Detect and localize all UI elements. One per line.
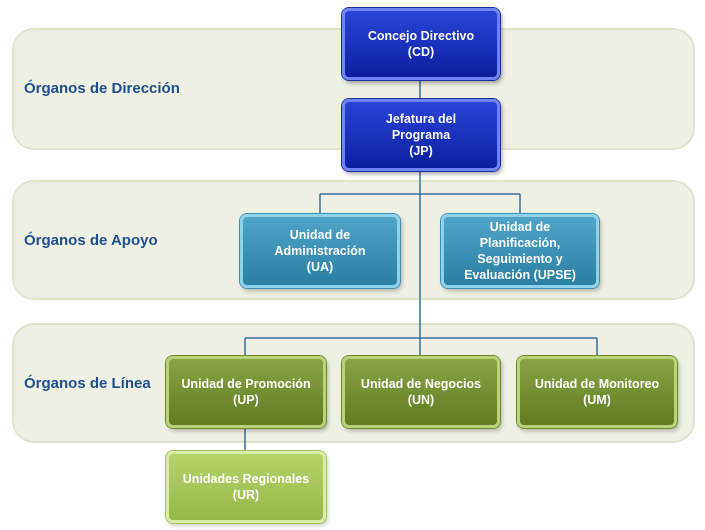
node-un-line2: (UN) bbox=[407, 393, 435, 407]
node-unidades-regionales: Unidades Regionales (UR) bbox=[166, 451, 326, 523]
node-upse-line2: Planificación, bbox=[479, 235, 561, 250]
node-cd-line1: Concejo Directivo bbox=[367, 28, 475, 43]
node-up-line2: (UP) bbox=[233, 393, 259, 407]
node-jefatura-programa: Jefatura del Programa (JP) bbox=[342, 99, 500, 171]
node-unidad-promocion: Unidad de Promoción (UP) bbox=[166, 356, 326, 428]
node-ua-line3: (UA) bbox=[306, 260, 334, 275]
node-jp-line3: (JP) bbox=[409, 144, 433, 159]
node-unidad-monitoreo: Unidad de Monitoreo (UM) bbox=[517, 356, 677, 428]
node-ua-line2: Administración bbox=[274, 243, 366, 258]
band-label-direccion: Órganos de Dirección bbox=[24, 80, 180, 97]
node-concejo-directivo: Concejo Directivo (CD) bbox=[342, 8, 500, 80]
node-cd-line2: (CD) bbox=[407, 45, 435, 59]
band-label-linea: Órganos de Línea bbox=[24, 375, 151, 392]
node-jp-line2: Programa bbox=[391, 127, 451, 142]
node-upse-line3: Seguimiento y bbox=[477, 252, 563, 266]
node-unidad-planificacion: Unidad de Planificación, Seguimiento y E… bbox=[441, 214, 599, 288]
node-up-line1: Unidad de Promoción bbox=[181, 376, 311, 391]
node-um-line2: (UM) bbox=[583, 393, 611, 407]
node-jp-line1: Jefatura del bbox=[385, 111, 457, 126]
node-ur-line1: Unidades Regionales bbox=[182, 471, 310, 486]
band-label-apoyo: Órganos de Apoyo bbox=[24, 232, 158, 249]
node-ua-line1: Unidad de bbox=[289, 227, 351, 242]
node-upse-line1: Unidad de bbox=[489, 219, 551, 234]
node-upse-line4: Evaluación (UPSE) bbox=[464, 268, 576, 283]
node-un-line1: Unidad de Negocios bbox=[360, 376, 482, 391]
node-unidad-administracion: Unidad de Administración (UA) bbox=[240, 214, 400, 288]
node-unidad-negocios: Unidad de Negocios (UN) bbox=[342, 356, 500, 428]
node-ur-line2: (UR) bbox=[232, 488, 260, 502]
node-um-line1: Unidad de Monitoreo bbox=[534, 376, 660, 391]
